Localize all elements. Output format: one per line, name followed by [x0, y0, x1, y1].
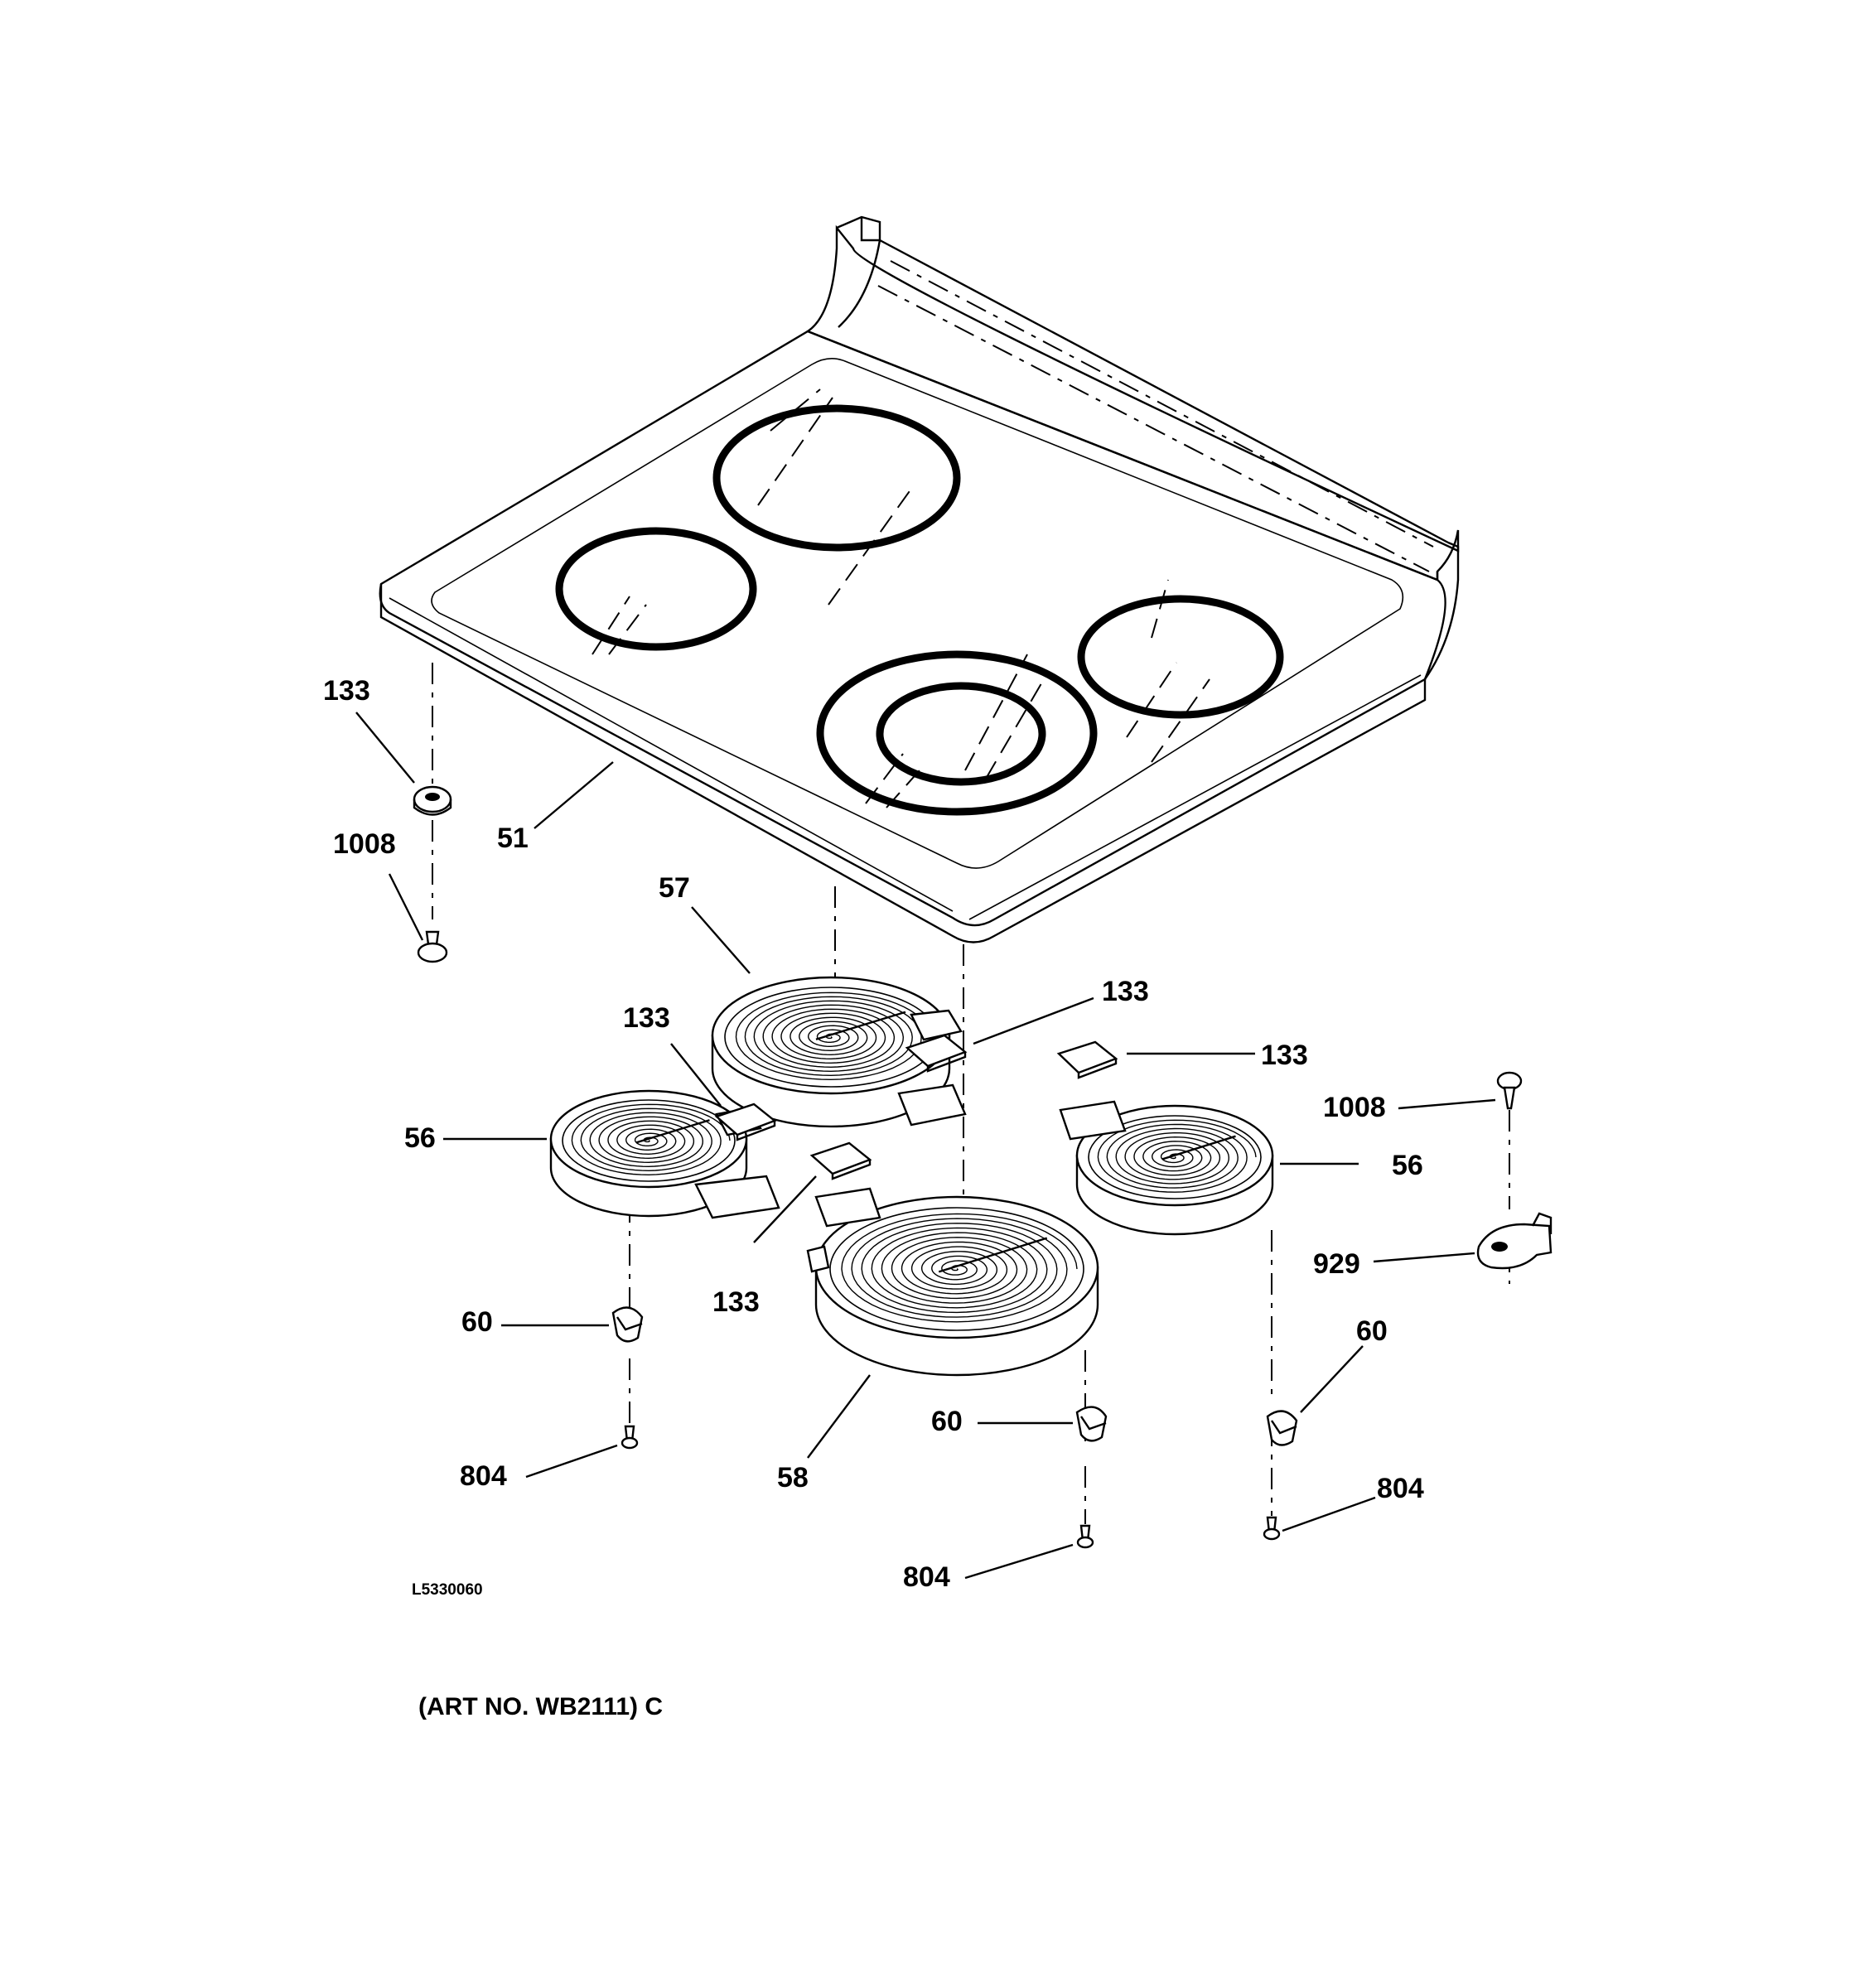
- callout-804-right: 804: [1377, 1473, 1424, 1504]
- callout-804-mid: 804: [903, 1561, 950, 1593]
- element-58: [806, 1187, 1099, 1377]
- callout-60-right: 60: [1356, 1315, 1388, 1347]
- pad-133-b: [714, 1103, 777, 1141]
- clip-60-right: [1266, 1410, 1298, 1446]
- callout-58-element: 58: [777, 1462, 809, 1493]
- pad-133-d: [809, 1141, 872, 1180]
- callout-133-c: 133: [1261, 1040, 1308, 1071]
- screw-1008-left: [417, 930, 448, 963]
- drawing-code: L5330060: [412, 1581, 483, 1599]
- callout-929-bracket: 929: [1313, 1248, 1360, 1280]
- bumper-133-left: [413, 785, 452, 816]
- callout-133-d: 133: [712, 1286, 760, 1318]
- limiter-rod: [938, 1237, 1048, 1273]
- element-56-right: [1059, 1100, 1274, 1236]
- pad-133-a: [905, 1034, 968, 1073]
- art-number: (ART NO. WB2111) C: [418, 1693, 663, 1720]
- callout-804-left: 804: [460, 1460, 507, 1492]
- cooktop-glass: [379, 215, 1460, 943]
- heating-coil: [841, 1213, 1078, 1323]
- callout-133-a: 133: [1102, 976, 1149, 1007]
- element-56-left: [549, 1089, 780, 1219]
- limiter-rod: [635, 1119, 710, 1144]
- clip-60-mid: [1075, 1406, 1108, 1442]
- screw-804-right: [1263, 1516, 1281, 1541]
- callout-56-left: 56: [404, 1122, 436, 1154]
- callout-1008-right: 1008: [1323, 1092, 1386, 1123]
- heating-coil: [1097, 1119, 1257, 1193]
- callout-56-right: 56: [1392, 1150, 1423, 1181]
- clip-60-left: [611, 1306, 644, 1343]
- element-57: [711, 976, 967, 1128]
- callout-57-element: 57: [659, 872, 690, 904]
- callout-60-mid: 60: [931, 1406, 963, 1437]
- heating-coil: [735, 992, 931, 1081]
- leader-lines: [355, 712, 1496, 1580]
- callout-133-left-bumper: 133: [323, 675, 370, 707]
- callout-60-left: 60: [461, 1306, 493, 1338]
- limiter-rod: [1161, 1135, 1236, 1160]
- callout-51-cooktop: 51: [497, 823, 529, 854]
- screw-1008-right: [1496, 1071, 1523, 1110]
- screw-804-left: [621, 1425, 639, 1450]
- bracket-929: [1476, 1212, 1553, 1270]
- limiter-rod: [815, 1011, 906, 1040]
- pad-133-c: [1056, 1040, 1118, 1079]
- heating-coil: [571, 1103, 731, 1176]
- callout-1008-left: 1008: [333, 828, 396, 860]
- callout-133-b: 133: [623, 1002, 670, 1034]
- screw-804-mid: [1076, 1524, 1094, 1549]
